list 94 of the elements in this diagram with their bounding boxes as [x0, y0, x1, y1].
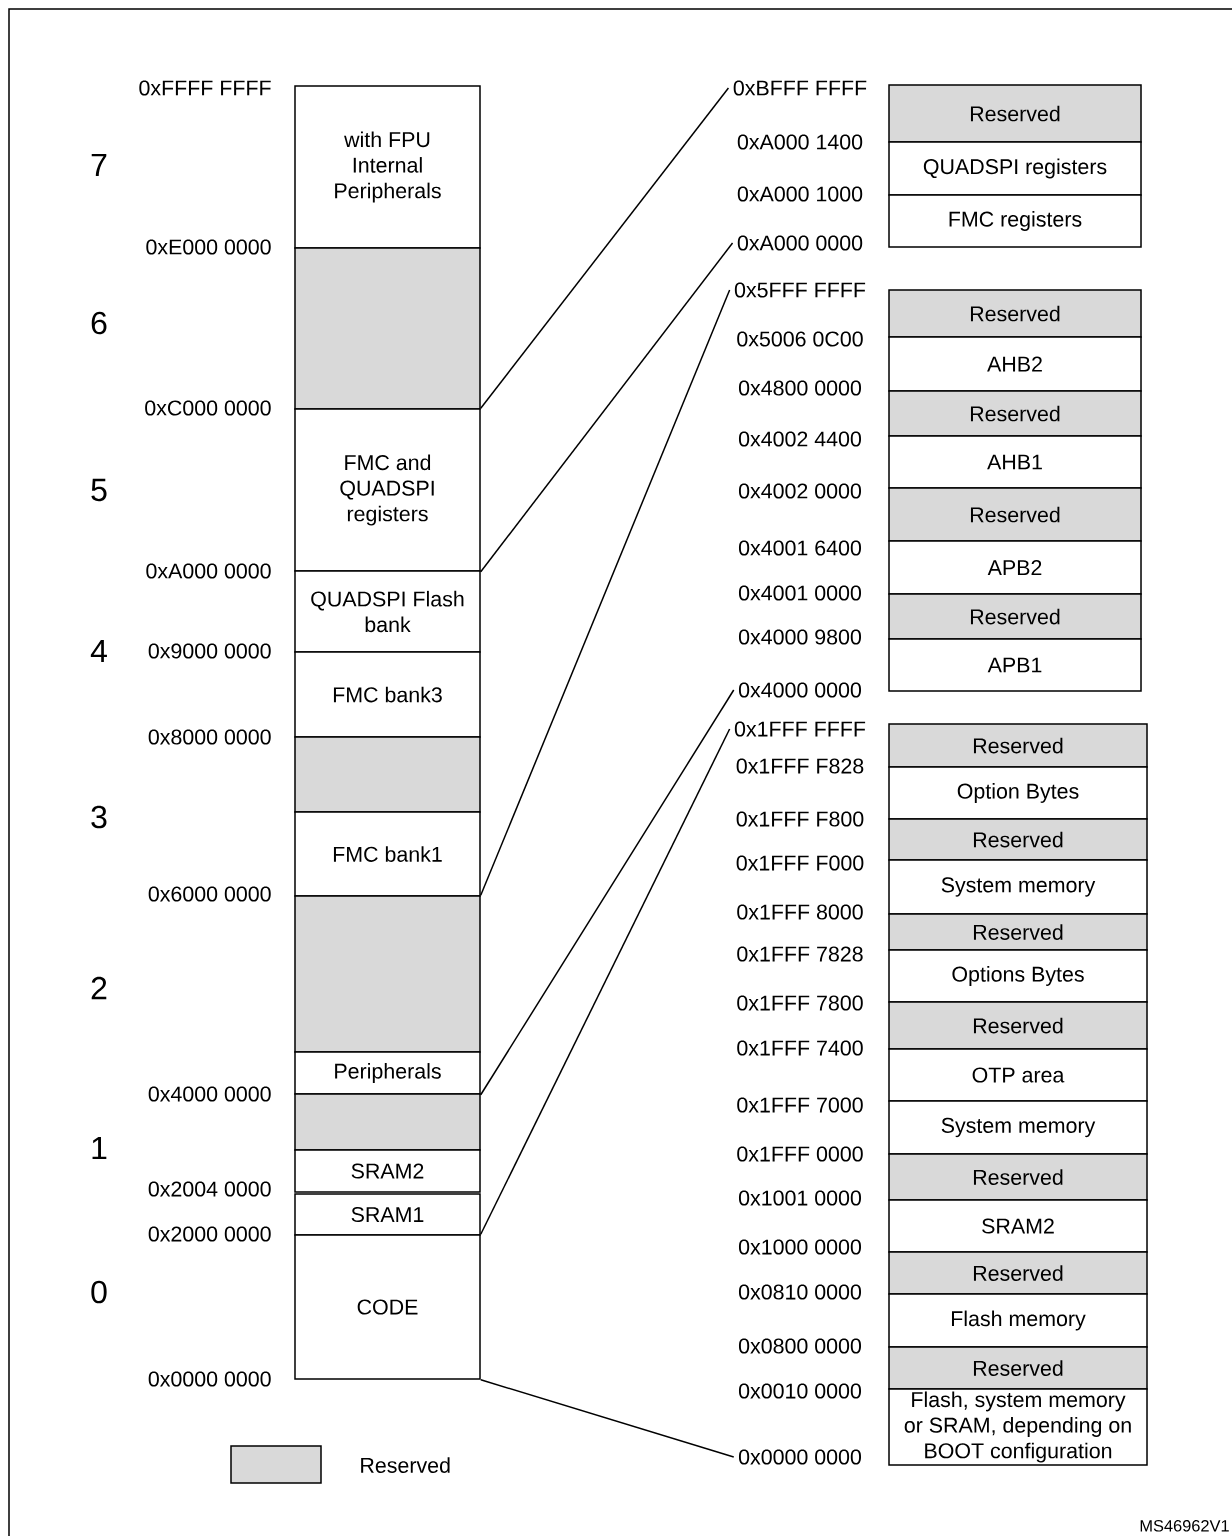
memory-block: Reserved — [888, 818, 1148, 861]
address-label: 0x1FFF FFFF — [734, 721, 866, 737]
address-label: 0x1FFF 7000 — [737, 1097, 863, 1113]
legend-label: Reserved — [361, 1457, 450, 1473]
address-label: 0xA000 0000 — [737, 235, 863, 251]
address-label: 0x1FFF F828 — [736, 758, 864, 774]
memory-block: Reserved — [888, 1001, 1148, 1050]
memory-block: QUADSPI Flash bank — [294, 570, 481, 653]
address-label: 0xBFFF FFFF — [733, 80, 867, 96]
reserved-block — [294, 895, 481, 1053]
address-label: 0x1FFF 0000 — [737, 1146, 863, 1162]
address-label: 0x1000 0000 — [738, 1239, 861, 1255]
memory-block: Option Bytes — [888, 766, 1148, 820]
region-number: 4 — [90, 640, 107, 662]
expansion-line — [480, 242, 734, 573]
reserved-block — [294, 1093, 481, 1151]
address-label: 0x0000 0000 — [738, 1449, 861, 1465]
memory-block: SRAM1 — [294, 1193, 481, 1236]
address-label: 0xFFFF FFFF — [139, 80, 271, 96]
address-label: 0xA000 1000 — [737, 186, 863, 202]
address-label: 0x1FFF 8000 — [737, 904, 863, 920]
address-label: 0xE000 0000 — [146, 239, 271, 255]
memory-block: APB2 — [888, 540, 1142, 595]
region-number: 7 — [91, 154, 107, 176]
expansion-line — [480, 87, 730, 409]
address-label: 0x1FFF 7800 — [737, 995, 863, 1011]
memory-block: Reserved — [888, 1153, 1148, 1201]
address-label: 0x2000 0000 — [148, 1226, 271, 1242]
memory-block: Reserved — [888, 487, 1142, 542]
region-number: 1 — [92, 1137, 107, 1159]
address-label: 0x1FFF F800 — [736, 811, 864, 827]
figure-code: MS46962V1 — [1140, 1520, 1229, 1532]
region-number: 0 — [91, 1280, 107, 1304]
address-label: 0x4000 9800 — [738, 629, 861, 645]
reserved-block — [294, 736, 481, 813]
memory-block: OTP area — [888, 1048, 1148, 1102]
memory-block: Reserved — [888, 1346, 1148, 1390]
address-label: 0x4000 0000 — [738, 682, 861, 698]
memory-block: FMC and QUADSPI registers — [294, 408, 481, 572]
memory-block: APB1 — [888, 638, 1142, 692]
region-number: 3 — [91, 805, 107, 829]
expansion-line — [480, 1379, 735, 1458]
memory-block: with FPU Internal Peripherals — [294, 85, 481, 249]
memory-block: Flash memory — [888, 1293, 1148, 1348]
address-label: 0x4001 0000 — [738, 585, 861, 601]
address-label: 0x1001 0000 — [738, 1190, 861, 1206]
memory-block: SRAM2 — [294, 1149, 481, 1193]
memory-block: AHB2 — [888, 336, 1142, 392]
address-label: 0x9000 0000 — [148, 643, 271, 659]
address-label: 0x4002 4400 — [738, 431, 861, 447]
region-number: 6 — [91, 311, 107, 335]
address-label: 0x4000 0000 — [148, 1086, 271, 1102]
address-label: 0x1FFF F000 — [736, 855, 864, 871]
address-label: 0x1FFF 7400 — [737, 1040, 863, 1056]
memory-block: Reserved — [888, 913, 1148, 951]
memory-block: System memory — [888, 859, 1148, 915]
memory-block: Reserved — [888, 723, 1148, 768]
memory-block: SRAM2 — [888, 1199, 1148, 1253]
address-label: 0x6000 0000 — [148, 886, 271, 902]
address-label: 0x1FFF 7828 — [737, 946, 863, 962]
address-label: 0x5006 0C00 — [737, 331, 863, 347]
memory-block: Reserved — [888, 84, 1142, 143]
address-label: 0x0800 0000 — [738, 1338, 861, 1354]
address-label: 0x8000 0000 — [148, 729, 271, 745]
address-label: 0xC000 0000 — [145, 400, 271, 416]
memory-block: FMC bank1 — [294, 811, 481, 897]
memory-block: QUADSPI registers — [888, 141, 1142, 196]
address-label: 0x0810 0000 — [738, 1284, 861, 1300]
memory-block: System memory — [888, 1100, 1148, 1155]
memory-block: FMC registers — [888, 194, 1142, 248]
address-label: 0x0000 0000 — [148, 1371, 271, 1387]
region-number: 5 — [91, 478, 107, 502]
memory-block: Reserved — [888, 390, 1142, 437]
memory-block: Reserved — [888, 289, 1142, 338]
reserved-block — [294, 247, 481, 410]
address-label: 0x0010 0000 — [738, 1383, 861, 1399]
address-label: 0xA000 0000 — [146, 563, 271, 579]
expansion-line — [480, 289, 731, 896]
memory-block: Options Bytes — [888, 949, 1148, 1003]
region-number: 2 — [91, 976, 107, 1000]
expansion-line — [480, 689, 735, 1096]
address-label: 0x5FFF FFFF — [734, 282, 866, 298]
memory-block: AHB1 — [888, 435, 1142, 489]
expansion-line — [480, 728, 731, 1235]
address-label: 0xA000 1400 — [737, 134, 863, 150]
address-label: 0x2004 0000 — [148, 1181, 271, 1197]
address-label: 0x4800 0000 — [738, 380, 861, 396]
memory-block: FMC bank3 — [294, 651, 481, 738]
memory-block: Reserved — [888, 593, 1142, 640]
memory-block: Reserved — [888, 1251, 1148, 1295]
address-label: 0x4001 6400 — [738, 540, 861, 556]
address-label: 0x4002 0000 — [738, 483, 861, 499]
memory-block: Peripherals — [294, 1051, 481, 1095]
memory-block: Flash, system memory or SRAM, depending on BOOT configuration — [888, 1388, 1148, 1466]
